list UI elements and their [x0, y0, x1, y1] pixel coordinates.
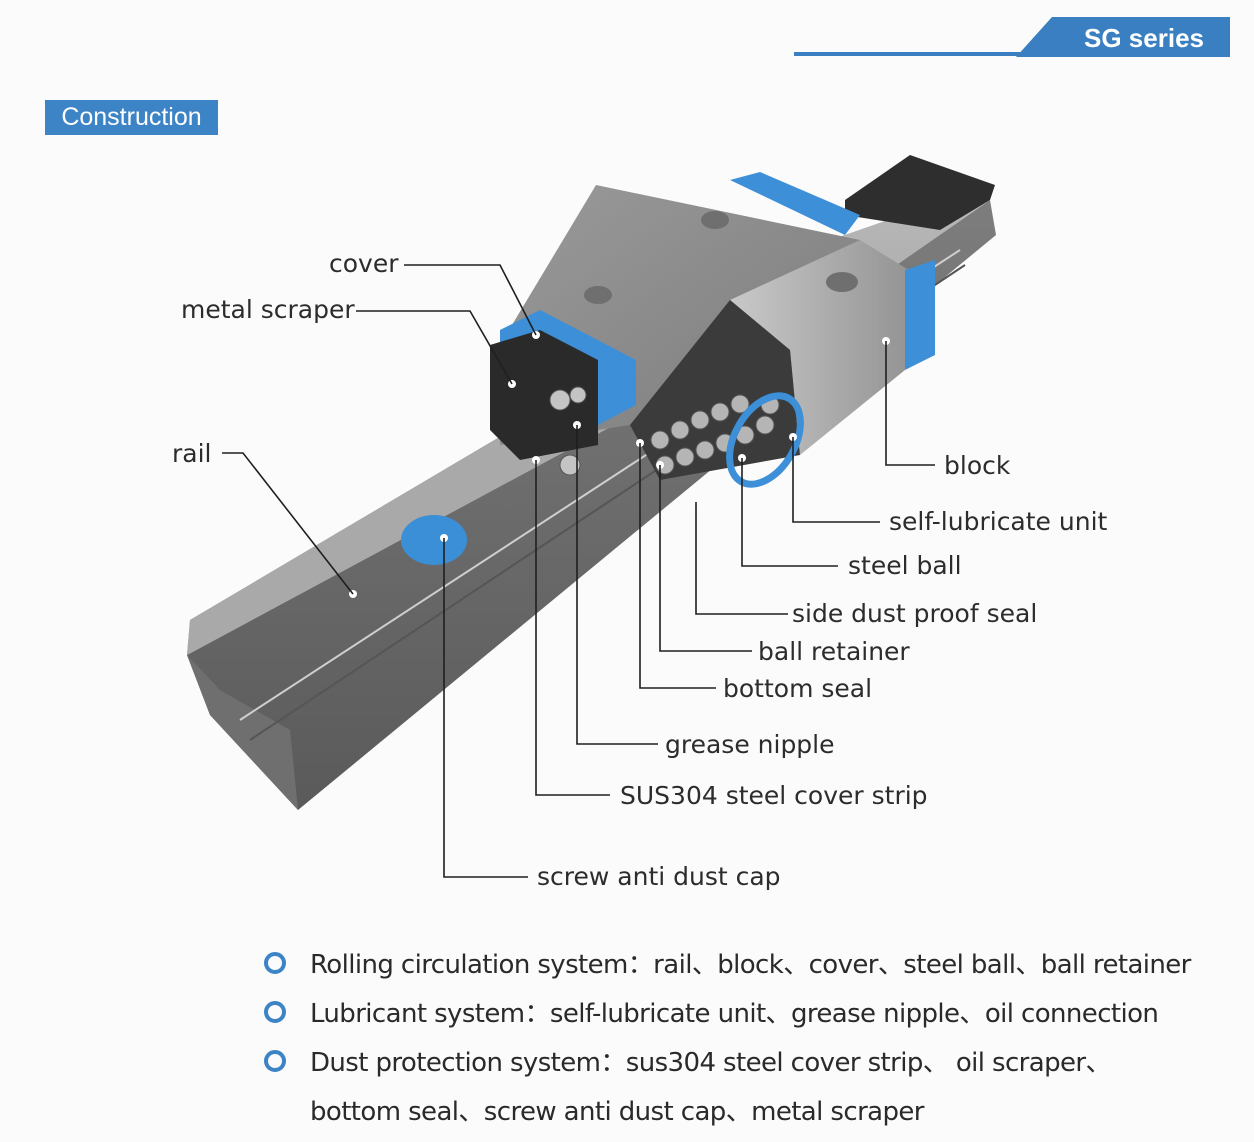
system-item: Lubricant system：self-lubricate unit、gre… — [262, 993, 1162, 1042]
label-grease-nipple: grease nipple — [665, 730, 835, 759]
bullet-ring-icon — [264, 1001, 286, 1023]
label-bottom-seal: bottom seal — [723, 674, 872, 703]
grease-nipple — [549, 386, 587, 476]
system-text: Dust protection system：sus304 steel cove… — [310, 1048, 1112, 1078]
label-steel-ball: steel ball — [848, 551, 962, 580]
system-text: Lubricant system：self-lubricate unit、gre… — [310, 999, 1159, 1029]
label-rail: rail — [172, 439, 212, 468]
leader-lines — [222, 264, 935, 878]
series-underline — [794, 52, 1054, 56]
series-label: SG series — [1084, 23, 1204, 53]
label-screw-anti-dust-cap: screw anti dust cap — [537, 862, 781, 891]
rail-end — [845, 155, 995, 230]
label-cover: cover — [329, 249, 399, 278]
label-self-lubricate-unit: self-lubricate unit — [889, 507, 1108, 536]
blue-cover-end — [905, 260, 935, 370]
linear-guide-diagram: cover metal scraper rail block self-lubr… — [172, 155, 1108, 891]
label-metal-scraper: metal scraper — [181, 295, 355, 324]
system-item-continued: bottom seal、screw anti dust cap、metal sc… — [262, 1091, 1162, 1140]
system-item: Rolling circulation system：rail、block、co… — [262, 944, 1191, 993]
blue-cover-top — [730, 172, 860, 235]
anti-dust-cap — [401, 515, 467, 565]
system-text: Rolling circulation system：rail、block、co… — [310, 950, 1191, 980]
section-label: Construction — [45, 100, 218, 135]
system-item: Dust protection system：sus304 steel cove… — [262, 1042, 1162, 1091]
end-plate — [490, 330, 598, 460]
label-sus304-cover-strip: SUS304 steel cover strip — [620, 781, 928, 810]
label-side-dust-proof-seal: side dust proof seal — [792, 599, 1037, 628]
bullet-ring-icon — [264, 1050, 286, 1072]
system-text: bottom seal、screw anti dust cap、metal sc… — [310, 1097, 924, 1127]
series-tab: SG series — [1016, 17, 1230, 57]
label-block: block — [944, 451, 1011, 480]
steel-balls — [650, 394, 780, 475]
recirculation-ring — [726, 392, 804, 488]
systems-list: Rolling circulation system：rail、block、co… — [262, 944, 1191, 1140]
bullet-ring-icon — [264, 952, 286, 974]
label-ball-retainer: ball retainer — [758, 637, 910, 666]
